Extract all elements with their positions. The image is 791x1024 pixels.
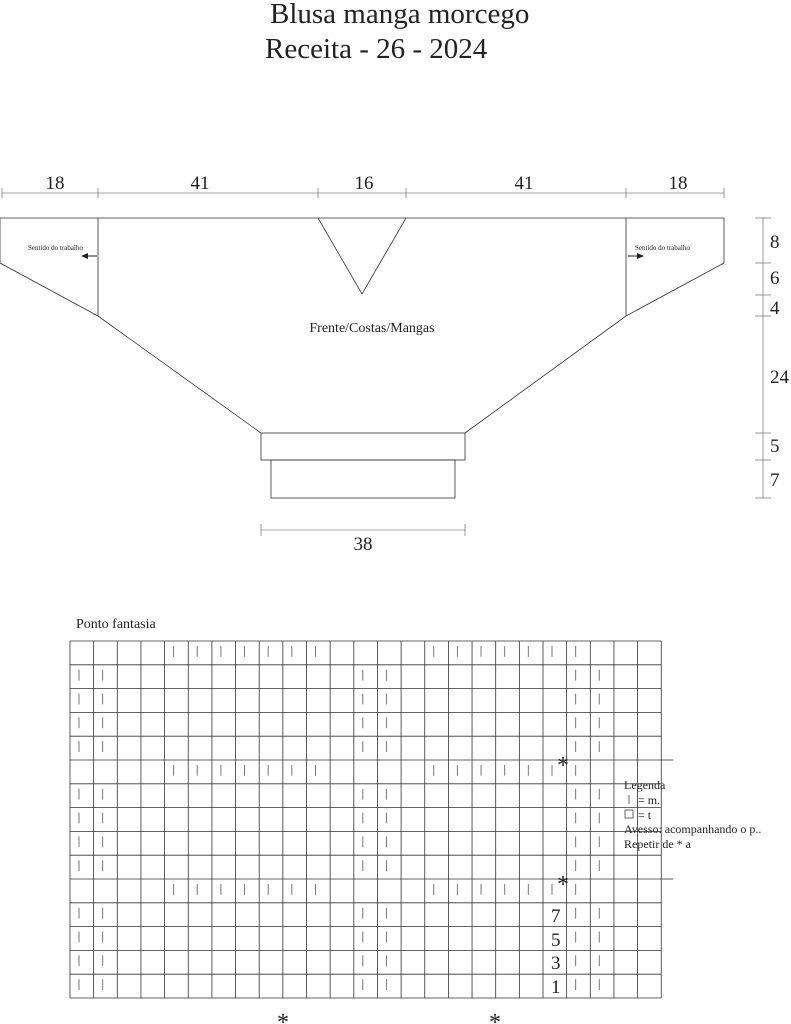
width-label-cuff-right: 18: [669, 173, 688, 194]
height-label-cuff: 8: [770, 232, 780, 253]
purl-stitch-icon: [624, 809, 634, 819]
row-number-1: 1: [551, 977, 561, 998]
stitch-chart-grid: [69, 640, 674, 999]
neckline: [317, 217, 407, 295]
pattern-subtitle: Receita - 26 - 2024: [265, 33, 488, 65]
legend-title: Legenda: [624, 778, 666, 792]
height-label-rib: 7: [770, 470, 780, 491]
ribbing: [270, 459, 456, 499]
repeat-marker-middle: *: [557, 872, 569, 898]
height-label-neck: 6: [770, 268, 780, 289]
side-dimension-line: [755, 217, 771, 499]
width-label-sleeve-left: 41: [191, 173, 210, 194]
width-label-bottom: 38: [354, 534, 373, 555]
width-label-neck: 16: [355, 173, 374, 194]
stitch-chart-title: Ponto fantasia: [76, 617, 156, 632]
bottom-dimension-line: [260, 524, 466, 536]
body-label: Frente/Costas/Mangas: [309, 321, 434, 336]
garment-outline: [0, 217, 725, 434]
pattern-title: Blusa manga morcego: [270, 0, 530, 30]
legend-t: = t: [638, 808, 652, 822]
row-number-7: 7: [551, 906, 561, 927]
width-label-cuff-left: 18: [46, 173, 65, 194]
legend-m: = m.: [638, 793, 660, 807]
repeat-marker-bottom-left: *: [277, 1010, 289, 1024]
work-direction-label-right: Sentido do trabalho: [635, 244, 690, 252]
work-direction-label-left: Sentido do trabalho: [28, 244, 83, 252]
row-number-5: 5: [551, 930, 561, 951]
height-label-body: 24: [770, 367, 790, 388]
repeat-marker-bottom-right: *: [489, 1010, 501, 1024]
height-label-shoulder: 4: [770, 298, 780, 319]
waist-band: [260, 432, 466, 461]
row-number-3: 3: [551, 953, 561, 974]
legend-avesso: Avesso: acompanhando o p..: [624, 822, 761, 836]
height-label-waist: 5: [770, 436, 780, 457]
repeat-marker-top: *: [557, 753, 569, 779]
legend-repeat: Repetir de * a: [624, 837, 692, 851]
top-dimension-line: [1, 188, 725, 198]
width-label-sleeve-right: 41: [515, 173, 534, 194]
